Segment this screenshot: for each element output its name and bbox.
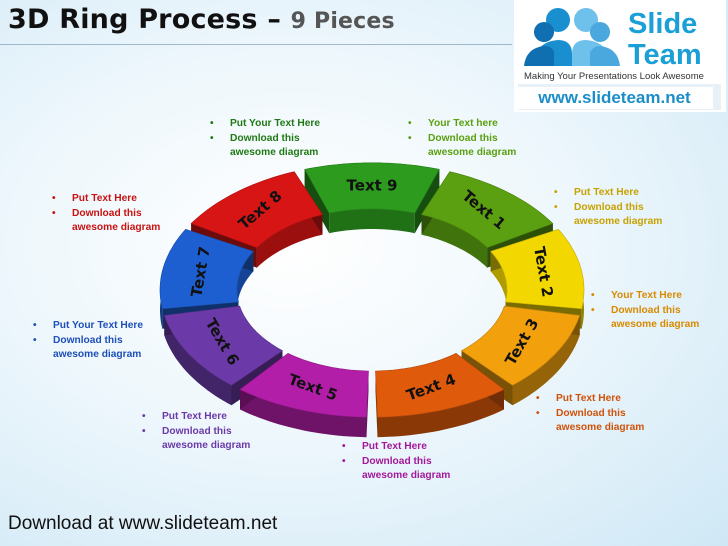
note-text-2: Put Text Here Download this awesome diagr… (552, 186, 662, 230)
segment-top-face (163, 305, 284, 386)
slide-title: 3D Ring Process – 9 Pieces (8, 4, 395, 35)
note-bullet: Put Text Here (340, 440, 450, 455)
ring-segment-2: Text 2 (490, 228, 585, 329)
note-text-6: Put Text Here Download this awesome diagr… (140, 410, 250, 454)
note-bullet: Download this awesome diagram (534, 407, 644, 436)
note-bullet: Download this awesome diagram (340, 455, 450, 484)
ring-segment-3: Text 3 (460, 305, 581, 406)
segment-inner-wall (329, 209, 415, 234)
note-bullet: Download this awesome diagram (50, 207, 160, 236)
title-divider (0, 44, 512, 45)
segment-top-face (490, 228, 585, 310)
segment-end-cap (304, 169, 330, 234)
note-bullet: Put Text Here (140, 410, 250, 425)
note-text-5: Put Text Here Download this awesome diagr… (340, 440, 450, 484)
people-icon (524, 8, 620, 66)
note-bullet: Put Text Here (534, 392, 644, 407)
note-bullet: Your Text here (406, 117, 516, 132)
segment-top-face (460, 305, 581, 386)
note-text-7: Put Your Text Here Download this awesome … (31, 319, 143, 363)
ring-segment-4: Text 4 (375, 353, 505, 438)
note-bullet: Put Text Here (552, 186, 662, 201)
segment-top-face (159, 228, 254, 310)
segment-inner-wall (421, 214, 488, 268)
footer-download-text: Download at www.slideteam.net (8, 513, 278, 534)
note-line: awesome diagram (611, 319, 700, 330)
logo-website: www.slideteam.net (516, 87, 713, 109)
note-line: Download this (574, 201, 644, 213)
segment-top-face (239, 353, 369, 418)
segment-top-face (375, 353, 505, 418)
note-bullet: Download this awesome diagram (140, 425, 250, 454)
note-line: awesome diagram (556, 422, 645, 433)
note-line: awesome diagram (72, 222, 161, 233)
note-line: Download this (72, 207, 142, 219)
note-text-1: Your Text here Download this awesome diag… (406, 117, 516, 161)
segment-label: Text 9 (347, 176, 398, 194)
ring-segment-9: Text 9 (304, 162, 440, 234)
segment-top-face (304, 162, 440, 214)
note-text-9: Put Your Text Here Download this awesome … (208, 117, 320, 161)
note-bullet: Download this awesome diagram (406, 132, 516, 161)
title-subtitle: 9 Pieces (290, 9, 395, 34)
note-bullet: Download this awesome diagram (208, 132, 320, 161)
ring-segment-8: Text 8 (190, 171, 323, 268)
note-bullet: Put Your Text Here (31, 319, 143, 334)
segment-outer-wall (512, 315, 580, 406)
note-line: Download this (611, 304, 681, 316)
note-line: Download this (362, 455, 432, 467)
title-separator: – (257, 4, 291, 35)
note-bullet: Your Text Here (589, 289, 699, 304)
segment-end-cap (414, 169, 440, 234)
logo-tagline: Making Your Presentations Look Awesome (524, 71, 704, 82)
logo-word-team: Team (628, 39, 702, 71)
title-main: 3D Ring Process (8, 4, 258, 35)
note-text-4: Put Text Here Download this awesome diagr… (534, 392, 644, 436)
ring-segment-5: Text 5 (239, 353, 369, 438)
note-line: awesome diagram (230, 147, 319, 158)
note-bullet: Download this awesome diagram (552, 201, 662, 230)
note-bullet: Put Text Here (50, 192, 160, 207)
note-line: awesome diagram (574, 216, 663, 227)
segment-outer-wall (164, 315, 232, 406)
logo-word-slide: Slide (628, 8, 698, 40)
segment-top-face (421, 171, 554, 249)
note-text-8: Put Text Here Download this awesome diagr… (50, 192, 160, 236)
note-bullet: Put Your Text Here (208, 117, 320, 132)
note-line: awesome diagram (162, 440, 251, 451)
note-line: Download this (230, 132, 300, 144)
note-line: Download this (428, 132, 498, 144)
note-line: Download this (53, 334, 123, 346)
segment-inner-wall (256, 214, 323, 268)
note-bullet: Download this awesome diagram (31, 334, 143, 363)
note-line: awesome diagram (53, 349, 142, 360)
segment-top-face (190, 171, 323, 249)
note-line: awesome diagram (428, 147, 517, 158)
note-bullet: Download this awesome diagram (589, 304, 699, 333)
note-line: Download this (556, 407, 626, 419)
note-line: awesome diagram (362, 470, 451, 481)
note-text-3: Your Text Here Download this awesome diag… (589, 289, 699, 333)
note-line: Download this (162, 425, 232, 437)
segment-outer-wall (240, 389, 367, 438)
segment-outer-wall (377, 389, 504, 438)
